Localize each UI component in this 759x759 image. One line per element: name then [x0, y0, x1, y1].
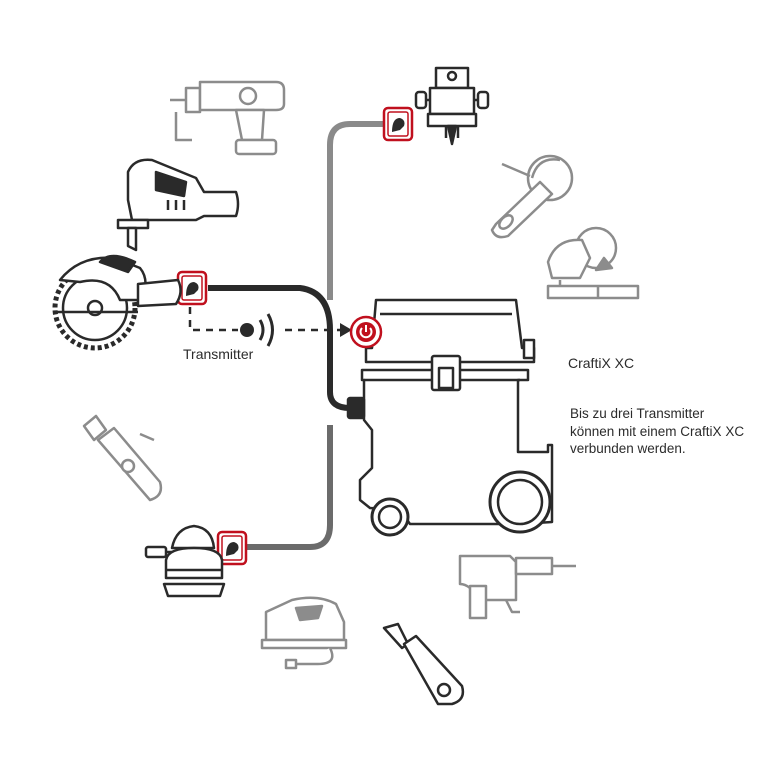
product-name: CraftiX XC: [568, 355, 635, 371]
orbital-sander-icon: [144, 524, 226, 598]
transmitter-label: Transmitter: [183, 346, 254, 362]
router-icon: [414, 66, 490, 146]
transmitter-module-icon: [176, 270, 208, 306]
hose-circular-saw: [208, 285, 356, 411]
hose-sander: [246, 425, 333, 550]
transmitter-module-icon: [382, 106, 414, 142]
signal-arrow-icon: [340, 323, 352, 337]
mitre-saw-icon: [546, 226, 640, 300]
signal-path: [188, 307, 238, 332]
die-grinder-icon: [82, 414, 163, 502]
planer-icon: [260, 596, 348, 670]
transmitter-module-icon: [216, 530, 248, 566]
description-text: Bis zu drei Transmitter können mit einem…: [570, 406, 745, 456]
cordless-drill-icon: [170, 80, 286, 156]
signal-icon: [240, 313, 274, 347]
jigsaw-icon: [116, 158, 240, 252]
power-button-icon: [349, 315, 383, 349]
hose-router: [327, 121, 384, 300]
angle-grinder-icon: [490, 154, 574, 239]
reciprocating-saw-icon: [382, 622, 465, 706]
circular-saw-icon: [52, 254, 182, 351]
hammer-drill-icon: [458, 554, 576, 620]
wet-dry-vacuum-icon: [346, 298, 554, 537]
